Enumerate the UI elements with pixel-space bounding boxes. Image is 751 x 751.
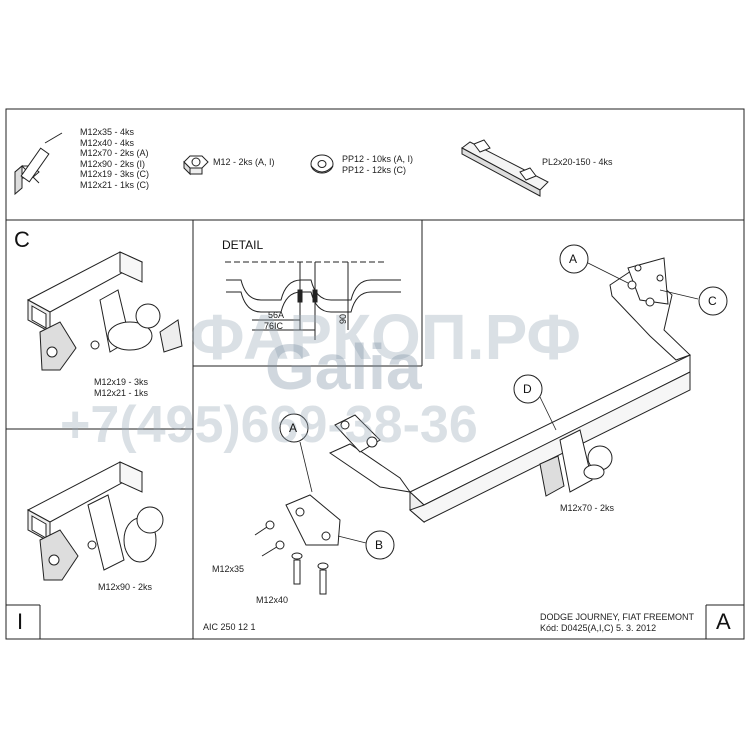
- bolt-spec: M12x35 - 4ks: [80, 127, 135, 137]
- bolt-list: M12x35 - 4ks M12x40 - 4ks M12x70 - 2ks (…: [80, 127, 149, 190]
- bolt-spec: M12x21 - 1ks (C): [80, 179, 150, 190]
- washer-spec: PP12 - 12ks (C): [342, 164, 407, 175]
- bolt-label-m12x40: M12x40: [256, 595, 289, 605]
- bolt-label-m12x35: M12x35: [212, 564, 245, 574]
- callout-a-top: A: [569, 252, 578, 266]
- detail-dim-56a: 56A: [268, 310, 285, 320]
- detail-section: [225, 261, 401, 340]
- panel-i-tag: I: [17, 609, 24, 634]
- plate-icon: [461, 139, 549, 197]
- panel-i-hitch: [26, 461, 164, 581]
- bolt-label: M12x19 - 3ks: [94, 377, 149, 387]
- bolt-spec: M12x70 - 2ks (A): [80, 148, 149, 158]
- sheet-tag: A: [716, 609, 731, 634]
- bolt-spec: M12x90 - 2ks (I): [80, 158, 146, 169]
- detail-dim-90: 90: [338, 313, 349, 325]
- callout-c: C: [708, 294, 717, 308]
- bolt-spec: M12x19 - 3ks (C): [80, 169, 150, 179]
- main-hitch: [254, 257, 691, 595]
- bolt-icon: [14, 132, 63, 196]
- nut-icon: [183, 155, 209, 176]
- callout-d: D: [523, 382, 532, 396]
- callout-a-left: A: [289, 421, 298, 435]
- detail-title: DETAIL: [222, 238, 264, 252]
- washer-list: PP12 - 10ks (A, I) PP12 - 12ks (C): [342, 154, 413, 175]
- bolt-spec: M12x40 - 4ks: [80, 137, 135, 148]
- callout-circles: [279, 244, 728, 560]
- panel-c-labels: M12x19 - 3ks M12x21 - 1ks: [94, 377, 148, 398]
- drawing-code: AIC 250 12 1: [203, 622, 256, 632]
- callout-b: B: [375, 538, 384, 552]
- panel-c-hitch: [26, 251, 183, 371]
- panel-i-label: M12x90 - 2ks: [98, 582, 153, 592]
- washer-icon: [310, 154, 334, 174]
- washer-spec: PP12 - 10ks (A, I): [342, 154, 414, 164]
- bolt-label-m12x70: M12x70 - 2ks: [560, 503, 615, 513]
- plate-spec: PL2x20-150 - 4ks: [542, 157, 613, 167]
- kod-date: Kód: D0425(A,I,C) 5. 3. 2012: [540, 623, 657, 633]
- bolt-label: M12x21 - 1ks: [94, 387, 149, 398]
- vehicle-name: DODGE JOURNEY, FIAT FREEMONT: [540, 612, 695, 622]
- panel-c-tag: C: [14, 227, 30, 252]
- nut-spec: M12 - 2ks (A, I): [213, 157, 275, 167]
- detail-dim-76ic: 76IC: [264, 321, 284, 331]
